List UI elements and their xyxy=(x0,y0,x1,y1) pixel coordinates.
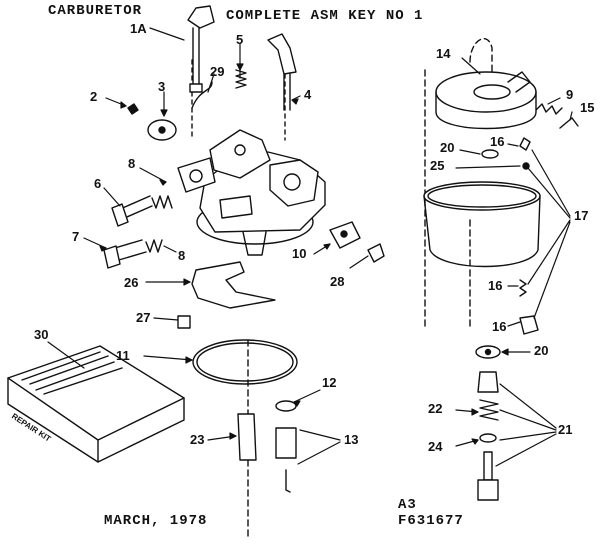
callout-16-middle: 16 xyxy=(488,278,503,293)
spring-part xyxy=(235,69,247,89)
callout-2: 2 xyxy=(90,89,98,104)
callout-16-lower: 16 xyxy=(492,319,507,334)
callout-28: 28 xyxy=(330,274,345,289)
callout-6: 6 xyxy=(94,176,102,191)
callout-12: 12 xyxy=(322,375,337,390)
callout-29: 29 xyxy=(210,64,225,79)
assembly-guide-line xyxy=(469,38,493,75)
bowl-screw-part xyxy=(477,371,499,501)
callout-11: 11 xyxy=(116,348,130,363)
callout-9: 9 xyxy=(566,87,574,102)
needle-valve-part xyxy=(111,195,173,227)
callout-3: 3 xyxy=(158,79,166,94)
fuel-bowl-gasket xyxy=(435,71,537,130)
callout-16-upper: 16 xyxy=(490,134,505,149)
pin-part xyxy=(519,137,531,151)
carburetor-body xyxy=(177,129,326,256)
main-jet-part xyxy=(237,413,257,461)
ball-part xyxy=(522,162,530,170)
spring-part xyxy=(519,279,527,297)
repair-kit-box xyxy=(7,345,185,463)
screw-part xyxy=(367,243,385,263)
callout-22: 22 xyxy=(428,401,443,416)
callout-5: 5 xyxy=(236,32,244,47)
footer-code-a: A3 xyxy=(398,497,417,513)
footer-date: MARCH, 1978 xyxy=(104,513,208,529)
callout-10: 10 xyxy=(292,246,307,261)
fuel-bowl-part xyxy=(423,181,541,268)
callout-13: 13 xyxy=(344,432,359,447)
callout-30: 30 xyxy=(34,327,49,342)
callout-8-lower: 8 xyxy=(178,248,186,263)
callout-17: 17 xyxy=(574,208,589,223)
inlet-needle-part xyxy=(275,427,297,459)
callout-7: 7 xyxy=(72,229,80,244)
footer-code-b: F631677 xyxy=(398,513,464,529)
diagram-title-right: COMPLETE ASM KEY NO 1 xyxy=(226,8,424,24)
throttle-shaft-part xyxy=(187,5,215,93)
callout-8-upper: 8 xyxy=(128,156,136,171)
callout-26: 26 xyxy=(124,275,139,290)
screw-part xyxy=(127,103,139,115)
assembly-guide-line xyxy=(191,49,286,141)
screw-part xyxy=(177,315,191,329)
link-part xyxy=(191,81,213,109)
callout-15: 15 xyxy=(580,100,595,115)
spring-part xyxy=(535,103,563,115)
callout-25: 25 xyxy=(430,158,445,173)
callout-14: 14 xyxy=(436,46,451,61)
callout-20-lower: 20 xyxy=(534,343,549,358)
callout-24: 24 xyxy=(428,439,443,454)
callout-4: 4 xyxy=(304,87,312,102)
callout-23: 23 xyxy=(190,432,205,447)
clip-part xyxy=(559,117,579,129)
callout-1a: 1A xyxy=(130,21,147,36)
idle-needle-part xyxy=(103,239,163,269)
seat-part xyxy=(275,400,297,412)
callout-20-upper: 20 xyxy=(440,140,455,155)
diagram-title-left: CARBURETOR xyxy=(48,3,143,19)
washer-part xyxy=(481,149,499,159)
choke-shaft-part xyxy=(267,33,297,111)
gasket-ring-part xyxy=(192,339,298,385)
callout-21: 21 xyxy=(558,422,573,437)
leader-lines xyxy=(47,27,573,467)
float-part xyxy=(191,261,276,309)
nut-part xyxy=(519,315,539,335)
callout-27: 27 xyxy=(136,310,151,325)
